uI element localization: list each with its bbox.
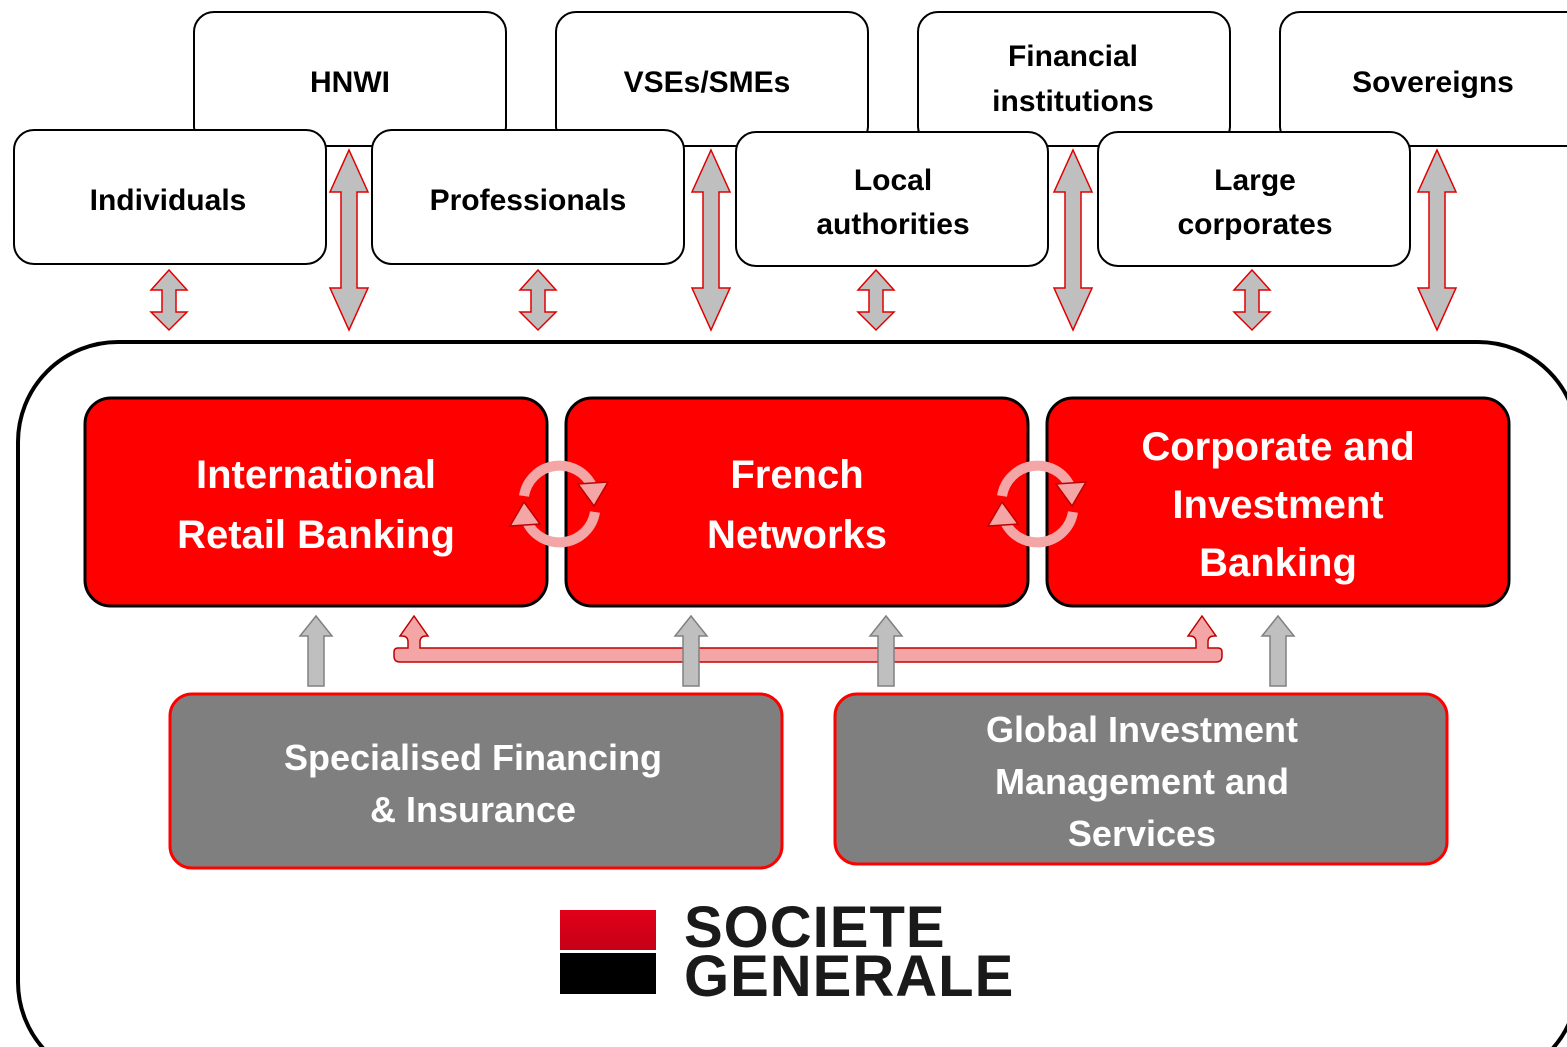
support-label-line3: Services	[1068, 813, 1216, 854]
client-label-authorities: authorities	[816, 208, 969, 241]
cycle-arrowheads	[508, 481, 610, 527]
core-label-line2: Networks	[707, 513, 887, 557]
logo-divider	[560, 950, 656, 953]
cycle-arrows-icon	[519, 460, 600, 548]
support-label-line2: & Insurance	[370, 789, 576, 830]
societe-generale-logo: SOCIETE GENERALE	[560, 895, 1014, 1009]
long-double-arrow-icon	[1052, 148, 1094, 332]
logo-text-line2: GENERALE	[684, 944, 1014, 1009]
client-box-large-corporates: Large corporates	[1097, 131, 1411, 267]
client-box-hnwi: HNWI	[193, 11, 507, 147]
support-label-line1: Global Investment	[986, 709, 1298, 750]
support-box-global-investment: Global Investment Management and Service…	[833, 692, 1449, 866]
up-arrow-icon	[1260, 614, 1296, 687]
up-arrow-icon	[868, 614, 904, 687]
client-label-local: Local	[854, 164, 932, 197]
client-label-individuals: Individuals	[90, 184, 247, 217]
core-label-line3: Banking	[1199, 541, 1357, 585]
client-label-large: Large	[1214, 164, 1296, 197]
client-box-individuals: Individuals	[13, 129, 327, 265]
support-label-line2: Management and	[995, 761, 1289, 802]
core-label-line2: Investment	[1172, 483, 1383, 527]
client-label-corporates: corporates	[1177, 208, 1332, 241]
core-box-international-retail-banking: International Retail Banking	[83, 396, 549, 608]
core-box-french-networks: French Networks	[564, 396, 1030, 608]
double-arrow-icon	[1232, 268, 1272, 332]
core-label-line2: Retail Banking	[177, 513, 455, 557]
client-box-financial-institutions: Financial institutions	[917, 11, 1231, 147]
client-label-hnwi: HNWI	[310, 66, 390, 99]
client-label-professionals: Professionals	[430, 184, 627, 217]
long-double-arrow-icon	[1416, 148, 1458, 332]
client-box-sovereigns: Sovereigns	[1279, 11, 1567, 147]
double-arrow-icon	[518, 268, 558, 332]
double-arrow-icon	[856, 268, 896, 332]
up-arrow-icon	[673, 614, 709, 687]
cycle-arrows-icon	[997, 460, 1078, 548]
client-label-financial: Financial	[1008, 40, 1138, 73]
client-box-vses-smes: VSEs/SMEs	[555, 11, 869, 147]
client-label-sovereigns: Sovereigns	[1352, 66, 1514, 99]
logo-text-line1: SOCIETE	[684, 895, 946, 960]
double-arrow-icon	[149, 268, 189, 332]
client-label-institutions: institutions	[992, 85, 1154, 118]
support-box-specialised-financing: Specialised Financing & Insurance	[168, 692, 784, 870]
up-arrow-icon	[298, 614, 334, 687]
logo-black-block	[560, 952, 656, 994]
core-label-line1: International	[196, 453, 436, 497]
core-box-corporate-investment-banking: Corporate and Investment Banking	[1045, 396, 1511, 608]
core-label-line1: French	[730, 453, 863, 497]
client-box-professionals: Professionals	[371, 129, 685, 265]
core-label-line1: Corporate and	[1141, 425, 1414, 469]
support-label-line1: Specialised Financing	[284, 737, 662, 778]
logo-red-block	[560, 910, 656, 952]
client-box-local-authorities: Local authorities	[735, 131, 1049, 267]
client-label-vses-smes: VSEs/SMEs	[624, 66, 791, 99]
pink-connector-arrow	[393, 614, 1223, 663]
long-double-arrow-icon	[690, 148, 732, 332]
long-double-arrow-icon	[328, 148, 370, 332]
cycle-arrowheads	[986, 481, 1088, 527]
